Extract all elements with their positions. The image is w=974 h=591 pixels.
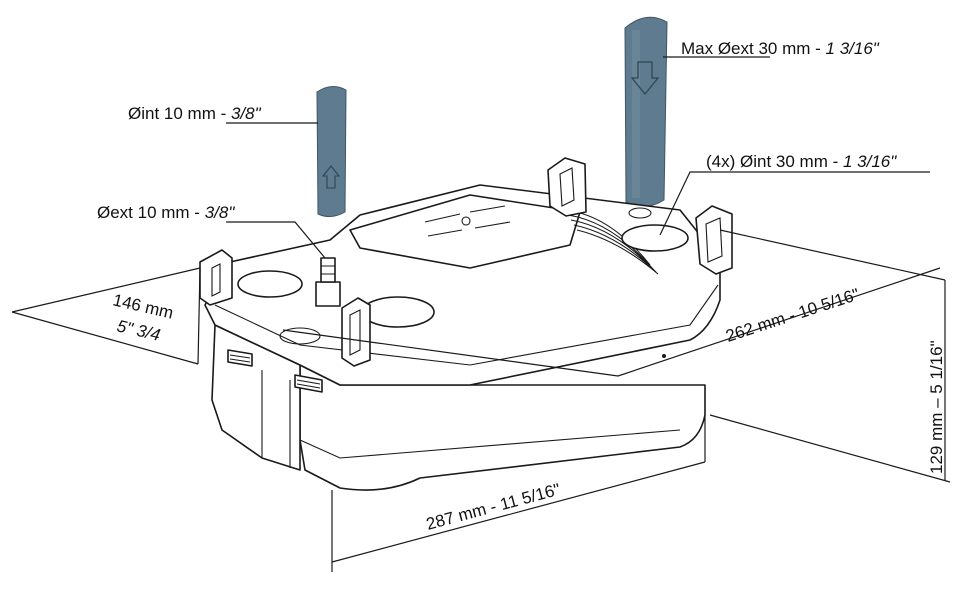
label-int-10: Øint 10 mm - 3/8" [128, 104, 262, 123]
outlet-port-top [628, 207, 652, 219]
mounting-clip-rear [547, 157, 587, 217]
dim-height: 129 mm – 5 1/16" [927, 340, 946, 474]
inlet-pipe-int-10 [316, 86, 347, 218]
dim-length: 287 mm - 11 5/16" [424, 480, 562, 534]
inlet-opening-left-rear [237, 270, 303, 298]
inlet-opening-right [621, 224, 689, 252]
dimension-lines [11, 56, 951, 572]
label-ext-10: Øext 10 mm - 3/8" [97, 203, 235, 222]
flow-up-arrow-icon [321, 165, 341, 189]
outlet-pipe-max-ext-30 [624, 16, 668, 207]
pump-body [199, 157, 733, 491]
mounting-clip-right [695, 205, 733, 275]
label-4x-int-30: (4x) Øint 30 mm - 1 3/16" [706, 152, 897, 171]
dim-width-in: 5" 3/4 [115, 316, 162, 344]
label-max-ext: Max Øext 30 mm - 1 3/16" [681, 39, 880, 58]
flow-down-arrow-icon [630, 61, 660, 95]
mounting-clip-front [341, 297, 371, 367]
side-latch-left [227, 349, 253, 367]
dim-depth: 262 mm - 10 5/16" [723, 285, 861, 346]
mounting-clip-left [199, 249, 233, 306]
inlet-opening-front [361, 296, 435, 328]
side-latch-front [294, 374, 323, 393]
outlet-nozzle-ext-10 [315, 257, 341, 307]
lid-cross-vents [424, 205, 511, 237]
